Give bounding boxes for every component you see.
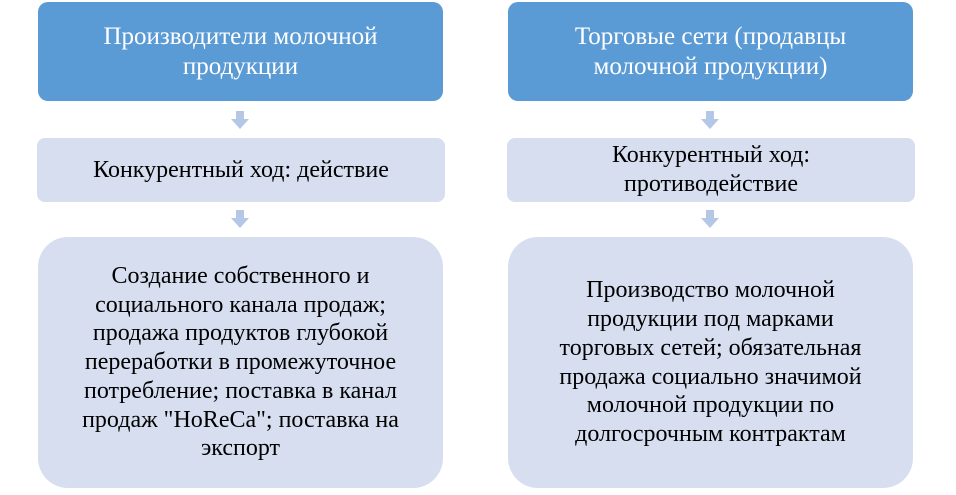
left-move-text: Конкурентный ход: действие bbox=[93, 156, 389, 183]
right-details-text: Производство молочной продукции под марк… bbox=[559, 277, 862, 448]
left-move-box: Конкурентный ход: действие bbox=[37, 138, 445, 202]
right-details-box: Производство молочной продукции под марк… bbox=[508, 237, 913, 488]
right-move-box: Конкурентный ход: противодействие bbox=[507, 138, 915, 202]
right-header-text: Торговые сети (продавцы молочной продукц… bbox=[574, 22, 847, 80]
right-move-text: Конкурентный ход: противодействие bbox=[611, 142, 811, 197]
left-details-box: Создание собственного и социального кана… bbox=[38, 237, 443, 488]
left-header-text: Производители молочной продукции bbox=[103, 22, 378, 80]
down-arrow-icon bbox=[231, 111, 249, 129]
left-header-box: Производители молочной продукции bbox=[38, 2, 443, 101]
right-header-box: Торговые сети (продавцы молочной продукц… bbox=[508, 2, 913, 101]
left-details-text: Создание собственного и социального кана… bbox=[82, 262, 399, 462]
down-arrow-icon bbox=[701, 210, 719, 228]
down-arrow-icon bbox=[231, 210, 249, 228]
down-arrow-icon bbox=[701, 111, 719, 129]
